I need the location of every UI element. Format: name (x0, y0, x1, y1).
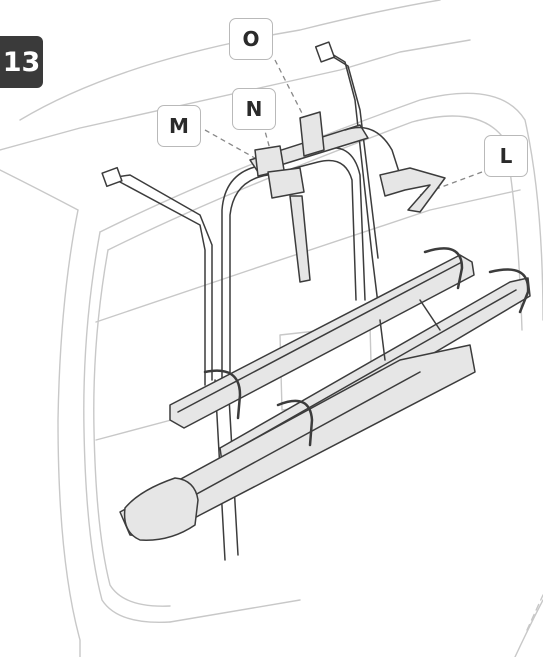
leader-M (204, 129, 263, 163)
upper-frame-right-arm (321, 47, 381, 321)
wheel-loop-1 (203, 369, 242, 420)
van-roof-line (0, 39, 471, 151)
upper-frame-left (109, 174, 213, 381)
step-number-badge: 13 (0, 36, 43, 88)
bracket-top-right (314, 41, 336, 63)
bike-rack (101, 41, 531, 561)
clamp-N (267, 167, 305, 199)
callout-N: N (232, 88, 276, 130)
leader-O (274, 59, 309, 126)
upper-frame-right-arm-inner (329, 54, 379, 259)
van-door-outer (99, 92, 543, 321)
light-housing (123, 477, 199, 541)
van-door-left-edge (83, 231, 171, 624)
van-bottom-line (169, 599, 301, 623)
van-top-panel (19, 0, 441, 121)
bracket-top-left (101, 166, 123, 188)
strut-middle (419, 299, 441, 331)
side-arm-right (344, 126, 401, 176)
van-body-outer (57, 209, 81, 658)
callout-label-O: O (242, 27, 260, 51)
van-door-inner (107, 115, 523, 331)
callout-L: L (484, 135, 528, 177)
callout-label-N: N (245, 97, 263, 121)
callout-label-M: M (169, 114, 189, 138)
van-roof-edge (0, 169, 79, 211)
upper-frame-left-inner (119, 181, 206, 386)
callout-M: M (157, 105, 201, 147)
strap-hanging (289, 195, 311, 283)
rail-upper-highlight (177, 261, 463, 413)
callout-label-L: L (499, 144, 513, 168)
van-window-line (95, 189, 521, 323)
van-corner-right-dash (526, 594, 543, 631)
callout-O: O (229, 18, 273, 60)
wheel-loop-4 (488, 268, 530, 314)
van-door-left-edge-inner (93, 249, 171, 607)
strut-right (379, 319, 386, 361)
wheel-loop-3 (423, 247, 464, 290)
clamp-O (299, 111, 325, 157)
strap-L (379, 167, 446, 213)
wheel-loop-2 (276, 399, 314, 447)
van-corner-right (514, 599, 543, 658)
step-number: 13 (2, 46, 41, 78)
